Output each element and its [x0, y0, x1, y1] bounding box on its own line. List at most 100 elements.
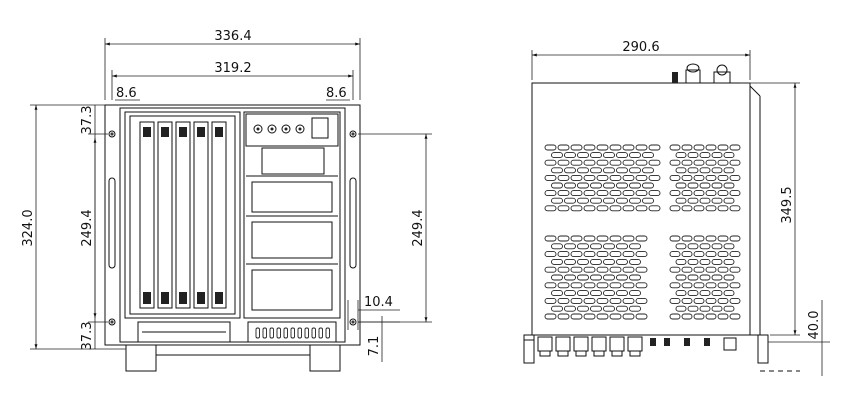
vent-slot — [570, 174, 583, 181]
vent-slot — [269, 327, 274, 339]
vent-slot — [616, 258, 628, 265]
vent-slot — [622, 297, 635, 304]
vent-slot — [681, 282, 693, 289]
vent-slot — [723, 290, 735, 297]
dim-label-hole-offset: 10.4 — [364, 295, 393, 310]
vent-slot — [648, 144, 661, 151]
vent-slot — [729, 190, 741, 197]
vent-slot — [544, 144, 557, 151]
vent-slot — [609, 251, 622, 258]
vent-slot — [717, 190, 729, 197]
vent-slot — [699, 243, 711, 250]
vent-slot — [596, 266, 609, 273]
vent-slot — [622, 235, 635, 242]
vent-slot — [723, 182, 735, 189]
dim-ear-left: 8.6 — [115, 86, 140, 101]
vent-slot — [687, 182, 699, 189]
vent-slot — [570, 251, 583, 258]
vent-slot — [570, 190, 583, 197]
vent-slot — [622, 251, 635, 258]
chassis-body — [119, 107, 346, 343]
vent-slot — [705, 297, 717, 304]
dim-overall-width: 336.4 — [104, 29, 361, 100]
vent-slot — [675, 152, 687, 159]
vent-slot — [711, 305, 723, 312]
dim-label-overall-height: 324.0 — [21, 209, 36, 246]
vent-slot — [675, 167, 687, 174]
vent-slot — [635, 266, 648, 273]
vent-slot — [577, 167, 589, 174]
vent-slot — [675, 197, 687, 204]
vent-slot — [622, 205, 635, 212]
vent-slot — [609, 297, 622, 304]
vent-slot — [603, 258, 615, 265]
vent-slot — [729, 205, 741, 212]
vent-slot — [583, 144, 596, 151]
vent-slot — [603, 305, 615, 312]
vent-slot — [596, 251, 609, 258]
vent-slot — [551, 182, 563, 189]
side-view: 290.6 349.5 40.0 — [523, 40, 830, 376]
vent-slot — [570, 235, 583, 242]
vent-slot — [693, 313, 705, 320]
vent-slot — [544, 313, 557, 320]
vent-slot — [616, 167, 628, 174]
vent-slot — [705, 144, 717, 151]
vent-slot — [596, 282, 609, 289]
vent-slot — [609, 282, 622, 289]
vent-slot — [699, 290, 711, 297]
front-vent-slots — [255, 327, 330, 339]
vent-slot — [583, 190, 596, 197]
vent-slot — [616, 152, 628, 159]
vent-slot — [705, 190, 717, 197]
vent-slot — [557, 205, 570, 212]
vent-slot — [590, 197, 602, 204]
vent-slot — [629, 182, 641, 189]
vent-slot — [609, 174, 622, 181]
vent-slot — [629, 290, 641, 297]
vent-slot — [622, 174, 635, 181]
vent-slot — [609, 144, 622, 151]
vent-slot — [544, 190, 557, 197]
vent-slot — [544, 251, 557, 258]
vent-slot — [675, 243, 687, 250]
vent-slot — [699, 152, 711, 159]
vent-slot — [629, 274, 641, 281]
vent-slot — [557, 144, 570, 151]
vent-slot — [723, 167, 735, 174]
dim-hole-offset: 10.4 — [347, 295, 400, 330]
vent-slot — [723, 274, 735, 281]
vent-group-bottom-left — [544, 235, 648, 320]
vent-slot — [590, 167, 602, 174]
vent-slot — [551, 290, 563, 297]
vent-slot — [557, 251, 570, 258]
vent-slot — [669, 144, 681, 151]
vent-slot — [297, 327, 302, 339]
vent-slot — [648, 190, 661, 197]
vent-slot — [711, 182, 723, 189]
vent-slot — [717, 313, 729, 320]
vent-slot — [687, 197, 699, 204]
vent-slot — [723, 243, 735, 250]
vent-slot — [681, 297, 693, 304]
vent-slot — [603, 152, 615, 159]
vent-slot — [544, 297, 557, 304]
card-cage — [124, 111, 241, 319]
dim-label-overall-width: 336.4 — [214, 29, 251, 44]
vent-slot — [729, 282, 741, 289]
vent-slot — [687, 305, 699, 312]
vent-slot — [557, 297, 570, 304]
lower-drawer — [137, 321, 231, 343]
vent-group-top-left — [544, 144, 661, 212]
vent-slot — [570, 159, 583, 166]
right-foot — [309, 344, 341, 372]
front-view: 336.4 319.2 8.6 8.6 324.0 — [21, 29, 432, 372]
vent-slot — [583, 174, 596, 181]
vent-slot — [711, 167, 723, 174]
vent-slot — [681, 159, 693, 166]
vent-slot — [635, 297, 648, 304]
vent-slot — [635, 174, 648, 181]
vent-slot — [693, 282, 705, 289]
vent-slot — [693, 266, 705, 273]
vent-slot — [681, 174, 693, 181]
